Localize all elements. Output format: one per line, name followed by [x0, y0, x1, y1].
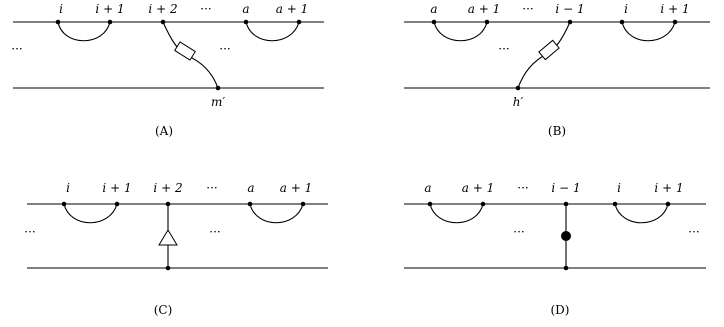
figure-d-label-a: a	[424, 181, 431, 195]
figure-b-vertex	[515, 85, 521, 91]
figure-a-propagator-box	[174, 41, 196, 61]
figure-d-label-ellipsis: ···	[517, 181, 528, 195]
figure-d-vertex	[563, 201, 569, 207]
figure-c-vertex	[61, 201, 67, 207]
figure-c-arc-1	[63, 203, 118, 224]
figure-d-arc-2	[614, 203, 669, 224]
figure-d-arc-1	[429, 203, 484, 224]
figure-d: a a + 1 ··· i − 1 i i + 1 ··· ··· (D)	[404, 181, 706, 317]
figure-a-bottom-label: m′	[211, 95, 225, 109]
figure-d-vertex	[563, 265, 569, 271]
figure-a-label-i-plus-1: i + 1	[95, 2, 124, 16]
figure-c-dots-left: ···	[24, 225, 35, 239]
figure-a-dots-left: ···	[11, 42, 22, 56]
figure-c-label-i-plus-2: i + 2	[153, 181, 182, 195]
figure-c-dots-mid: ···	[209, 225, 220, 239]
figure-b-arc-1	[433, 21, 488, 42]
figure-b-label-ellipsis: ···	[522, 2, 533, 16]
figure-a-arc-1	[57, 21, 111, 42]
figure-c-vertex	[300, 201, 306, 207]
figure-d-filled-vertex	[561, 231, 571, 241]
figure-a-label-i: i	[59, 2, 63, 16]
figure-d-label-i: i	[617, 181, 621, 195]
figure-b-label-i-plus-1: i + 1	[660, 2, 689, 16]
figure-a-label-ellipsis: ···	[200, 2, 211, 16]
figure-d-label-i-minus-1: i − 1	[551, 181, 580, 195]
figure-b-propagator-box	[538, 39, 560, 61]
figure-b-dots-mid: ···	[498, 42, 509, 56]
figure-a-arc-2	[245, 21, 300, 42]
figure-d-vertex	[612, 201, 618, 207]
figure-a-label-a: a	[242, 2, 249, 16]
figure-a-dots-mid: ···	[219, 42, 230, 56]
figure-b-bottom-label: h′	[513, 95, 524, 109]
figure-c-caption: (C)	[154, 303, 173, 317]
figure-b-vertex	[567, 19, 573, 25]
figure-c-vertex	[247, 201, 253, 207]
figure-b-label-i-minus-1: i − 1	[555, 2, 584, 16]
figure-b-vertex	[672, 19, 678, 25]
figure-c-label-a: a	[247, 181, 254, 195]
figure-d-dots-mid: ···	[513, 225, 524, 239]
figure-a-vertex	[215, 85, 221, 91]
figure-b-label-i: i	[624, 2, 628, 16]
figure-c-vertex	[165, 265, 171, 271]
figure-a-vertex	[160, 19, 166, 25]
figure-d-label-i-plus-1: i + 1	[654, 181, 683, 195]
figure-a-vertex	[243, 19, 249, 25]
figure-c-triangle-vertex	[158, 229, 178, 246]
figure-c: i i + 1 i + 2 ··· a a + 1 ··· ··· (C)	[24, 181, 328, 317]
figure-c-label-ellipsis: ···	[206, 181, 217, 195]
figure-d-caption: (D)	[551, 303, 570, 317]
figure-d-vertex	[665, 201, 671, 207]
figure-a-vertex	[107, 19, 113, 25]
figure-b-caption: (B)	[548, 124, 566, 138]
figure-c-arc-2	[249, 203, 304, 224]
figure-b-vertex	[431, 19, 437, 25]
figure-c-vertex	[114, 201, 120, 207]
figure-a-caption: (A)	[155, 124, 173, 138]
figure-b-label-a: a	[430, 2, 437, 16]
figure-c-vertex	[165, 201, 171, 207]
figure-d-vertex	[480, 201, 486, 207]
figure-d-dots-right: ···	[688, 225, 699, 239]
figure-c-label-i: i	[66, 181, 70, 195]
figure-d-label-a-plus-1: a + 1	[462, 181, 494, 195]
figure-a-vertex	[55, 19, 61, 25]
figure-a-label-i-plus-2: i + 2	[148, 2, 177, 16]
figure-b-vertex	[619, 19, 625, 25]
figure-a-vertex	[296, 19, 302, 25]
figure-b-vertex	[484, 19, 490, 25]
figure-b-arc-2	[621, 21, 676, 42]
figure-c-label-a-plus-1: a + 1	[280, 181, 312, 195]
figure-a-label-a-plus-1: a + 1	[276, 2, 308, 16]
figure-c-label-i-plus-1: i + 1	[102, 181, 131, 195]
figure-d-vertex	[427, 201, 433, 207]
figure-a: i i + 1 i + 2 ··· a a + 1 ··· ··· m′ (A)	[11, 2, 324, 138]
figure-b-label-a-plus-1: a + 1	[468, 2, 500, 16]
figure-b: a a + 1 ··· i − 1 i i + 1 ··· h′ (B)	[404, 2, 710, 138]
